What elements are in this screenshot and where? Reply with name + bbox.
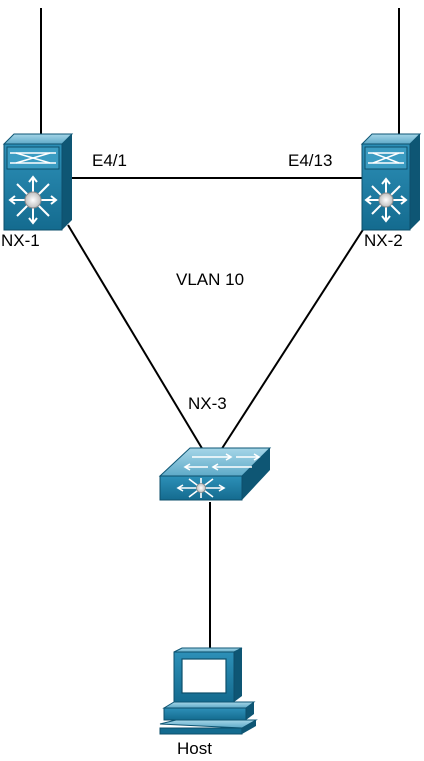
nx1-switch-icon[interactable]	[2, 133, 74, 231]
label-host: Host	[177, 739, 212, 758]
label-port-e4-13: E4/13	[288, 151, 332, 170]
label-vlan: VLAN 10	[176, 270, 244, 289]
host-workstation-icon[interactable]	[159, 647, 258, 735]
label-nx3: NX-3	[188, 394, 227, 413]
link-nx2-nx3	[220, 224, 367, 451]
link-nx1-nx3	[67, 224, 204, 451]
label-nx2: NX-2	[364, 231, 403, 250]
nx3-switch-icon[interactable]	[158, 447, 272, 501]
label-nx1: NX-1	[1, 231, 40, 250]
nx2-switch-icon[interactable]	[360, 133, 422, 231]
label-port-e4-1: E4/1	[92, 151, 127, 170]
